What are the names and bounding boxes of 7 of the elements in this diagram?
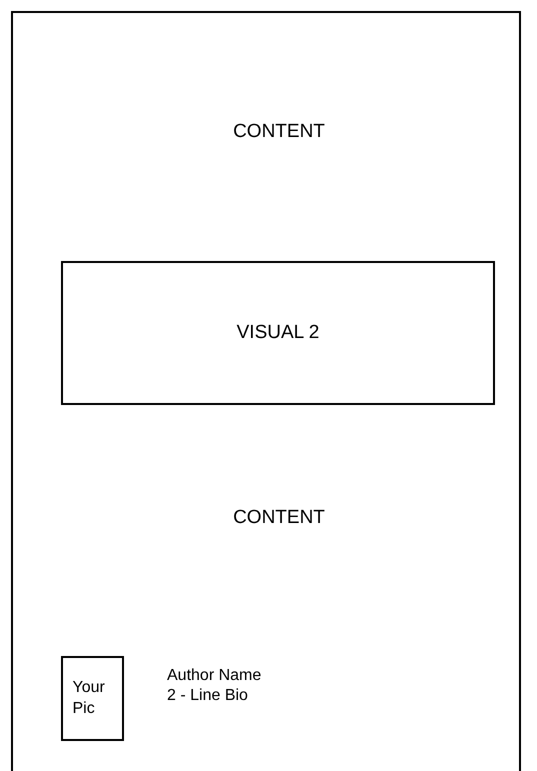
section-heading: CONTENT (233, 507, 325, 529)
visual-placeholder-box: VISUAL 2 (61, 261, 495, 405)
page-frame (11, 11, 521, 771)
author-name-text: Author Name (167, 667, 262, 685)
bio-text: 2 - Line Bio (167, 687, 248, 705)
photo-placeholder-box: Your Pic (61, 656, 124, 741)
section-heading: CONTENT (233, 121, 325, 143)
